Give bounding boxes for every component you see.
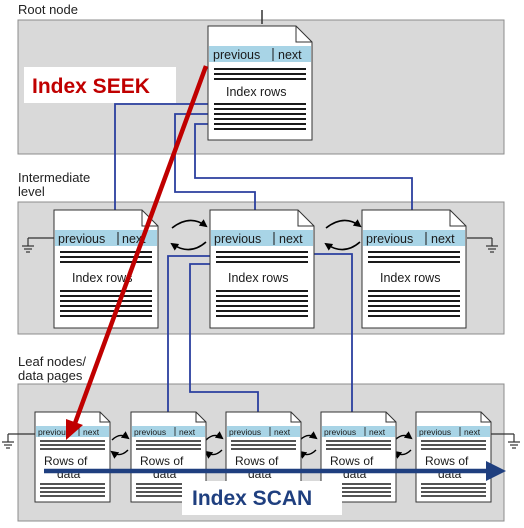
leaf-sibling-links [110,431,413,459]
intermediate-sibling-links [170,219,362,251]
root-page: previous next Index rows [207,25,313,141]
leaf-level-label-1: Leaf nodes/ [18,354,86,369]
leaf-4-line1: Rows of [330,454,374,468]
intermediate-3-next-label: next [431,232,455,246]
intermediate-1-body: Index rows [72,271,132,285]
intermediate-page-1: previous next Index rows [53,209,159,329]
root-previous-label: previous [213,48,260,62]
index-scan-label: Index SCAN [192,487,312,510]
leaf-5-next-label: next [464,427,481,437]
index-seek-callout: Index SEEK [24,67,176,103]
intermediate-3-body: Index rows [380,271,440,285]
index-seek-label: Index SEEK [32,75,150,98]
leaf-page-2: previous next Rows of data [130,411,207,503]
leaf-5-line1: Rows of [425,454,469,468]
intermediate-3-previous-label: previous [366,232,413,246]
intermediate-2-next-label: next [279,232,303,246]
root-level-label: Root node [18,2,78,17]
intermediate-level-label-1: Intermediate [18,170,90,185]
leaf-1-previous-label: previous [38,427,70,437]
intermediate-1-previous-label: previous [58,232,105,246]
leaf-page-5: previous next Rows of data [415,411,492,503]
leaf-1-line1: Rows of [44,454,88,468]
leaf-3-line1: Rows of [235,454,279,468]
leaf-3-previous-label: previous [229,427,261,437]
index-scan-callout: Index SCAN [182,481,342,515]
leaf-2-next-label: next [179,427,196,437]
root-page-header [209,46,311,62]
leaf-1-next-label: next [83,427,100,437]
intermediate-page-2: previous next Index rows [209,209,315,329]
index-seek-arrow [66,65,209,440]
leaf-4-next-label: next [369,427,386,437]
leaf-5-previous-label: previous [419,427,451,437]
index-scan-arrow [44,461,506,481]
leaf-2-previous-label: previous [134,427,166,437]
intermediate-2-body: Index rows [228,271,288,285]
root-next-label: next [278,48,302,62]
intermediate-2-previous-label: previous [214,232,261,246]
intermediate-level-label-2: level [18,184,45,199]
leaf-2-line1: Rows of [140,454,184,468]
leaf-4-previous-label: previous [324,427,356,437]
intermediate-page-3: previous next Index rows [361,209,467,329]
leaf-level-label-2: data pages [18,368,83,383]
root-page-body: Index rows [226,85,286,99]
leaf-3-next-label: next [274,427,291,437]
ground-symbols [2,237,520,449]
intermediate-pointers [164,253,356,420]
